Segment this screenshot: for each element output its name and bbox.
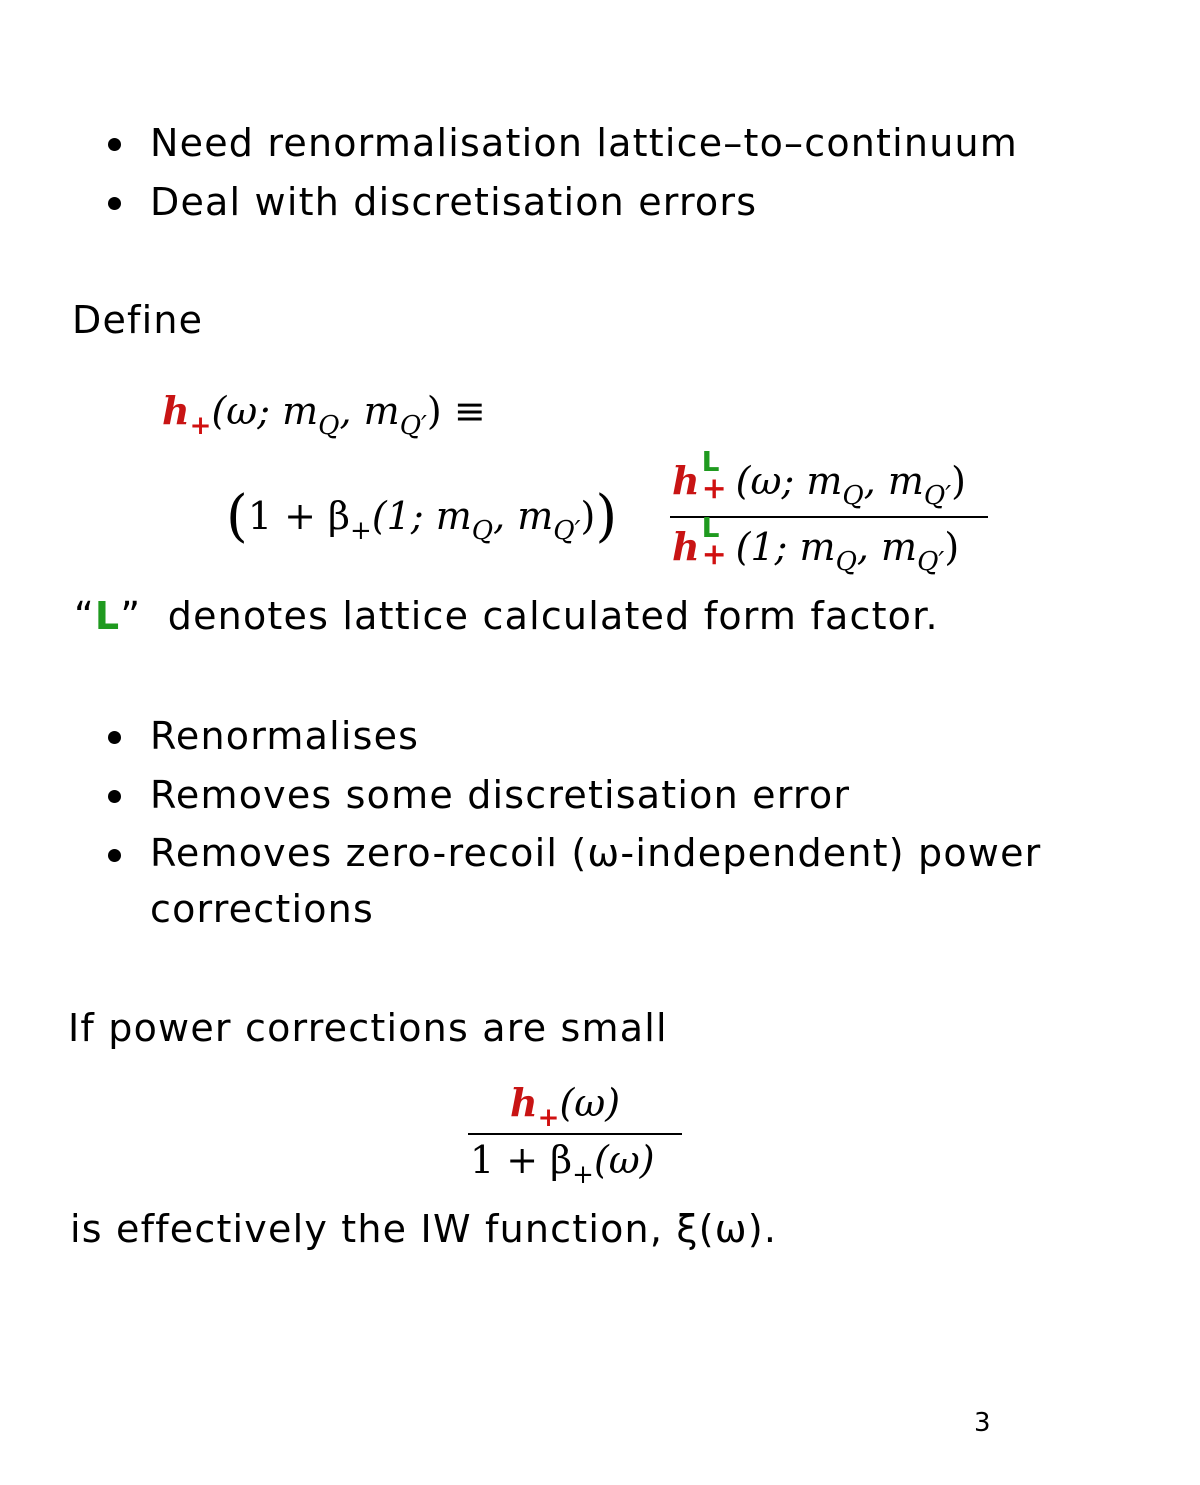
equiv-sign: ≡: [453, 389, 486, 433]
subscript-q: Q: [318, 411, 340, 441]
L-superscript: L: [701, 445, 720, 478]
equation-factor: (1 + β+(1; mQ, mQ′)): [226, 484, 618, 549]
bullet-text: Removes zero-recoil (ω-independent) powe…: [150, 831, 1042, 931]
bullet-text: Need renormalisation lattice–to–continuu…: [150, 121, 1018, 165]
bullet-text: Deal with discretisation errors: [150, 180, 758, 224]
beta-args: (1; m: [371, 494, 472, 538]
fraction2-numerator: h+(ω): [510, 1080, 621, 1133]
plus-subscript: +: [189, 411, 212, 441]
fraction2-bar: [468, 1133, 682, 1135]
close-paren: ): [595, 484, 618, 549]
top-bullet-list: Need renormalisation lattice–to–continuu…: [108, 114, 1018, 232]
fraction2-denominator: 1 + β+(ω): [470, 1138, 655, 1190]
bullet-dot: [108, 197, 121, 210]
L-note: “L” denotes lattice calculated form fact…: [74, 594, 939, 638]
page-number: 3: [974, 1408, 991, 1438]
fraction2-denominator-args: (ω): [593, 1138, 655, 1182]
L-green-label: L: [94, 594, 121, 638]
fraction2-numerator-args: (ω): [559, 1081, 621, 1125]
bullet-dot: [108, 138, 121, 151]
middle-bullet-list: Renormalises Removes some discretisation…: [108, 707, 1120, 937]
list-item: Deal with discretisation errors: [108, 173, 1018, 232]
bullet-dot: [108, 731, 121, 744]
fraction-bar: [670, 516, 988, 518]
numerator-args: (ω; m: [735, 459, 843, 503]
subscript-qprime: Q′: [399, 411, 427, 441]
fraction2-denominator-text: 1 + β: [470, 1138, 573, 1182]
bullet-text: Removes some discretisation error: [150, 773, 851, 817]
list-item: Removes some discretisation error: [108, 766, 1120, 825]
denominator-args: (1; m: [735, 525, 836, 569]
L-note-text: denotes lattice calculated form factor.: [167, 594, 939, 638]
equation-lhs: h+(ω; mQ, mQ′) ≡: [162, 388, 486, 441]
bullet-text: Renormalises: [150, 714, 420, 758]
bullet-dot: [108, 790, 121, 803]
list-item: Removes zero-recoil (ω-independent) powe…: [108, 825, 1120, 937]
conclusion-text: is effectively the IW function, ξ(ω).: [70, 1207, 778, 1251]
list-item: Renormalises: [108, 707, 1120, 766]
if-statement: If power corrections are small: [68, 1006, 668, 1050]
bullet-dot: [108, 849, 121, 862]
define-label: Define: [72, 298, 204, 342]
L-superscript: L: [701, 511, 720, 544]
open-paren: (: [226, 484, 248, 549]
lhs-args: (ω; m: [211, 389, 319, 433]
one-plus-beta: 1 + β: [247, 494, 351, 538]
list-item: Need renormalisation lattice–to–continuu…: [108, 114, 1018, 173]
h-plus-symbol: h: [162, 388, 190, 433]
